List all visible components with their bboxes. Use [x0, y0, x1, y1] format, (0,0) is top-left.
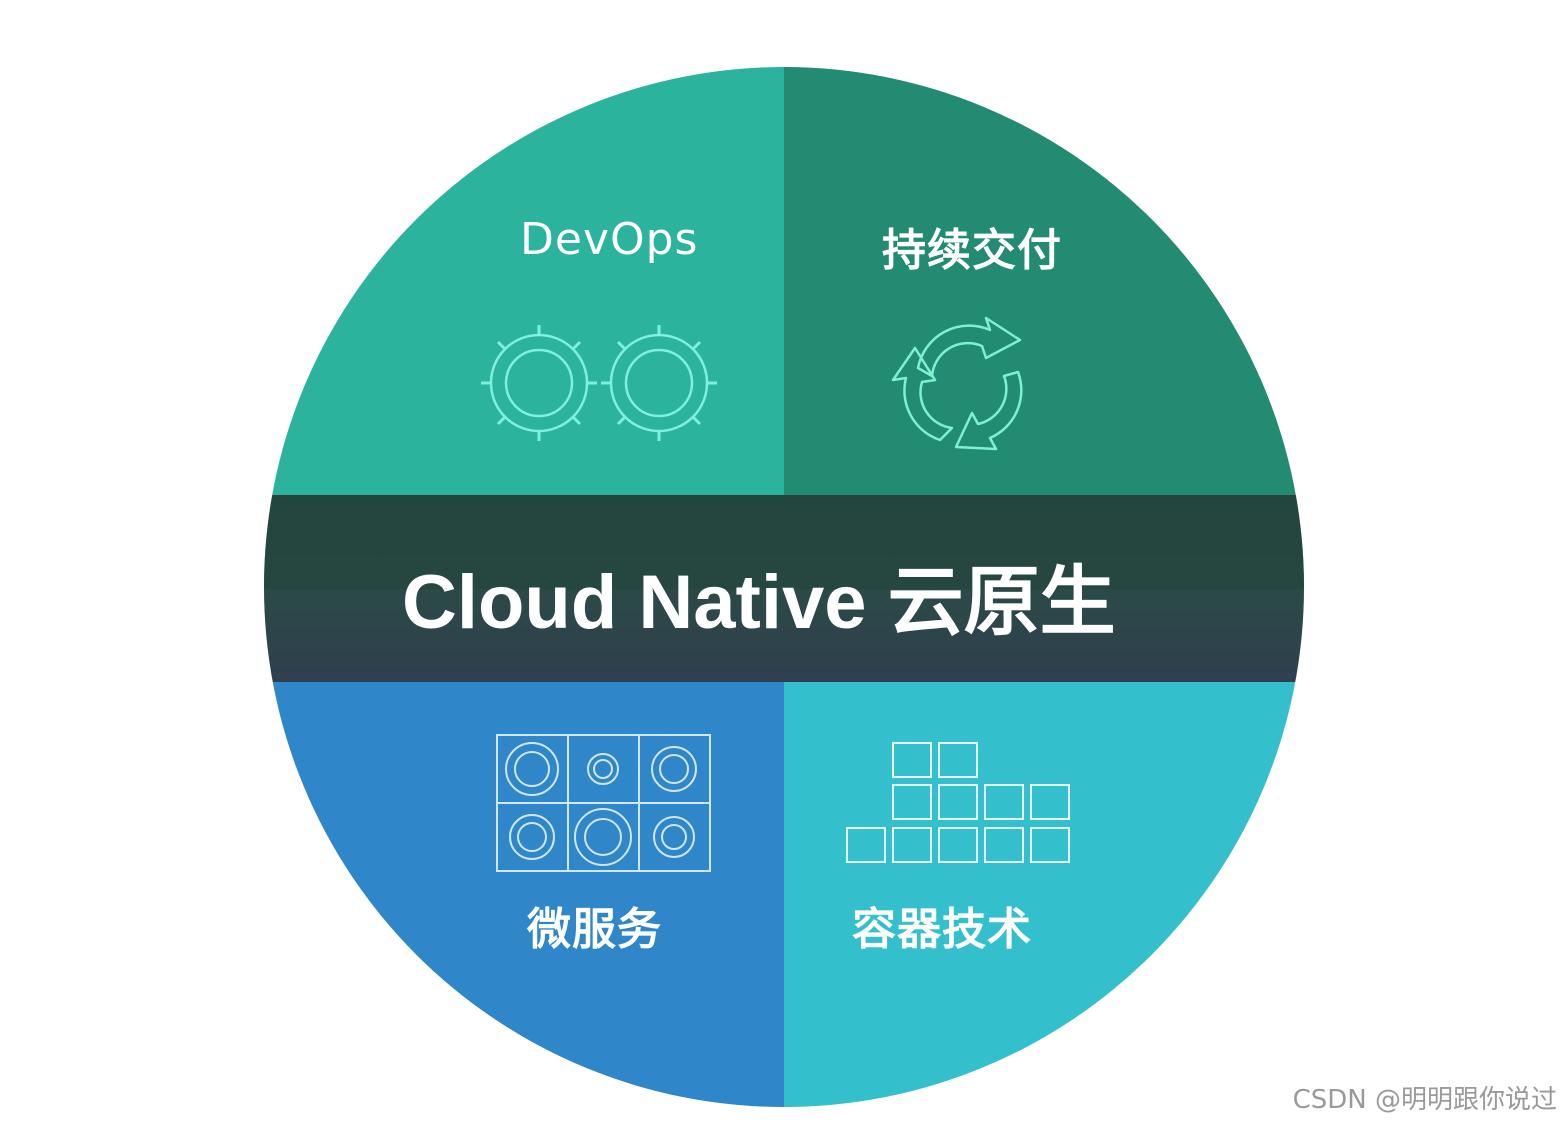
quadrant-label-devops: DevOps: [520, 214, 699, 265]
watermark: CSDN @明明跟你说过: [1292, 1085, 1557, 1115]
quadrant-label-microservices: 微服务: [527, 904, 662, 955]
container-blocks-icon: [846, 742, 1070, 863]
quadrant-label-container-tech: 容器技术: [852, 904, 1032, 955]
gears-icon: [481, 325, 717, 441]
quadrant-label-continuous-delivery: 持续交付: [882, 225, 1062, 276]
microservice-grid-icon: [496, 734, 711, 872]
quadrant-continuous-delivery: [784, 67, 1304, 495]
quadrant-microservices: [264, 682, 784, 1107]
center-title: Cloud Native 云原生: [402, 560, 1116, 645]
cycle-arrows-icon: [891, 316, 1023, 451]
quadrant-devops: [264, 67, 784, 495]
